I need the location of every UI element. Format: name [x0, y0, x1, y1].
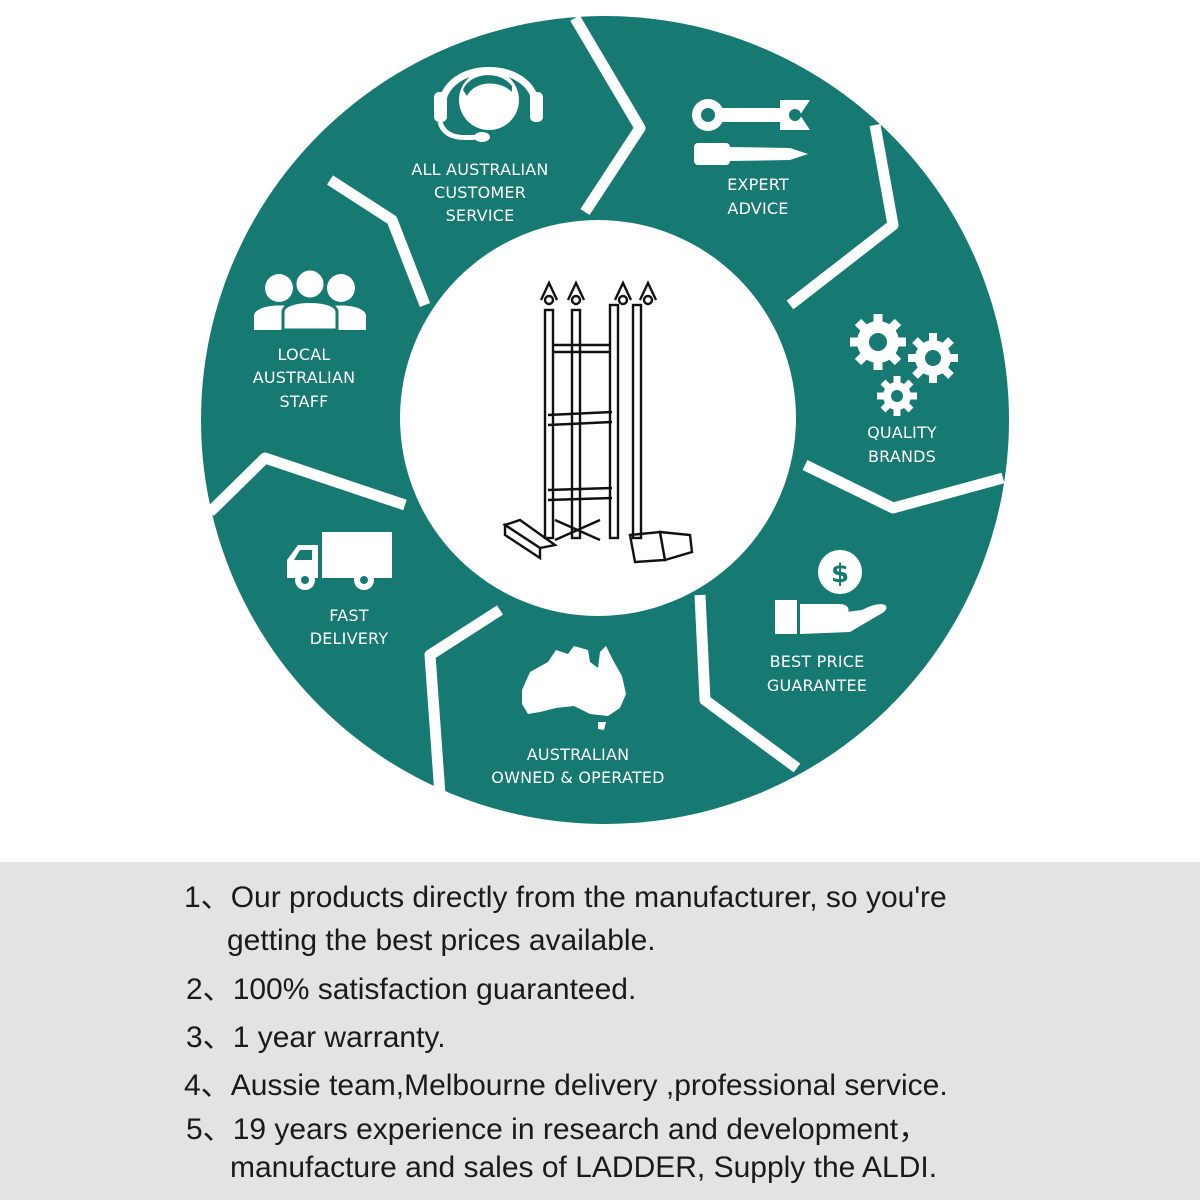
benefit-text: manufacture and sales of LADDER, Supply …: [230, 1151, 938, 1184]
benefit-3: 3、1 year warranty.: [186, 1020, 446, 1056]
benefit-5-continued: manufacture and sales of LADDER, Supply …: [230, 1150, 937, 1186]
segment-local-australian-staff: LOCAL AUSTRALIAN STAFF: [253, 345, 356, 411]
benefit-2: 2、100% satisfaction guaranteed.: [186, 972, 636, 1008]
center-circle: [400, 220, 796, 616]
benefit-number: 2、: [186, 973, 233, 1006]
segment-label-line: ADVICE: [727, 199, 788, 218]
benefit-text: 19 years experience in research and deve…: [232, 1113, 929, 1146]
segment-label-line: GUARANTEE: [767, 676, 867, 695]
delivery-truck-icon: [287, 532, 392, 590]
segment-expert-advice: EXPERT ADVICE: [727, 175, 789, 218]
benefit-number: 1、: [184, 881, 231, 914]
segment-label-line: LOCAL: [278, 345, 331, 364]
benefit-text: Our products directly from the manufactu…: [230, 881, 947, 914]
benefit-5: 5、19 years experience in research and de…: [186, 1112, 928, 1148]
staff-group-icon: [254, 267, 366, 332]
benefit-text: 1 year warranty.: [232, 1021, 446, 1054]
segment-label-line: AUSTRALIAN: [253, 368, 356, 387]
benefit-text: 100% satisfaction guaranteed.: [232, 973, 637, 1006]
segment-label-line: EXPERT: [727, 175, 789, 194]
segment-label-line: AUSTRALIAN: [527, 745, 630, 764]
segment-label-line: DELIVERY: [310, 629, 389, 648]
segment-best-price-guarantee: BEST PRICE GUARANTEE: [767, 652, 867, 695]
service-wheel: ALL AUSTRALIAN CUSTOMER SERVICE EXPERT A…: [201, 15, 1009, 824]
svg-text:$: $: [831, 559, 849, 589]
benefit-number: 5、: [186, 1113, 233, 1146]
benefit-1-continued: getting the best prices available.: [227, 923, 656, 959]
segment-all-australian-customer-service: ALL AUSTRALIAN CUSTOMER SERVICE: [411, 160, 548, 225]
benefits-panel: 1、Our products directly from the manufac…: [0, 862, 1200, 1200]
segment-label-line: BRANDS: [868, 447, 936, 466]
hand-dollar-icon: $: [775, 550, 887, 634]
segment-fast-delivery: FAST DELIVERY: [310, 606, 389, 648]
segment-label-line: ALL AUSTRALIAN: [411, 160, 548, 179]
segment-australian-owned-operated: AUSTRALIAN OWNED & OPERATED: [491, 745, 664, 787]
segment-label-line: QUALITY: [867, 423, 937, 442]
benefit-text: Aussie team,Melbourne delivery ,professi…: [230, 1069, 948, 1102]
segment-label-line: SERVICE: [446, 206, 515, 225]
benefit-text: getting the best prices available.: [227, 924, 656, 957]
segment-label-line: BEST PRICE: [770, 652, 865, 671]
benefit-number: 3、: [186, 1021, 233, 1054]
benefit-1: 1、Our products directly from the manufac…: [184, 880, 947, 916]
segment-label-line: STAFF: [279, 392, 328, 411]
segment-label-line: FAST: [329, 606, 368, 625]
folding-ladder-icon: [502, 280, 694, 564]
headset-agent-icon: [434, 67, 543, 142]
wrench-screwdriver-icon: [692, 99, 810, 165]
segment-label-line: CUSTOMER: [434, 183, 526, 202]
segment-quality-brands: QUALITY BRANDS: [867, 423, 937, 466]
segment-dividers: [206, 15, 1005, 796]
segment-label-line: OWNED & OPERATED: [491, 768, 664, 787]
benefit-4: 4、Aussie team,Melbourne delivery ,profes…: [184, 1068, 948, 1104]
gears-icon: [850, 314, 958, 416]
australia-map-icon: [522, 646, 626, 730]
benefit-number: 4、: [184, 1069, 231, 1102]
